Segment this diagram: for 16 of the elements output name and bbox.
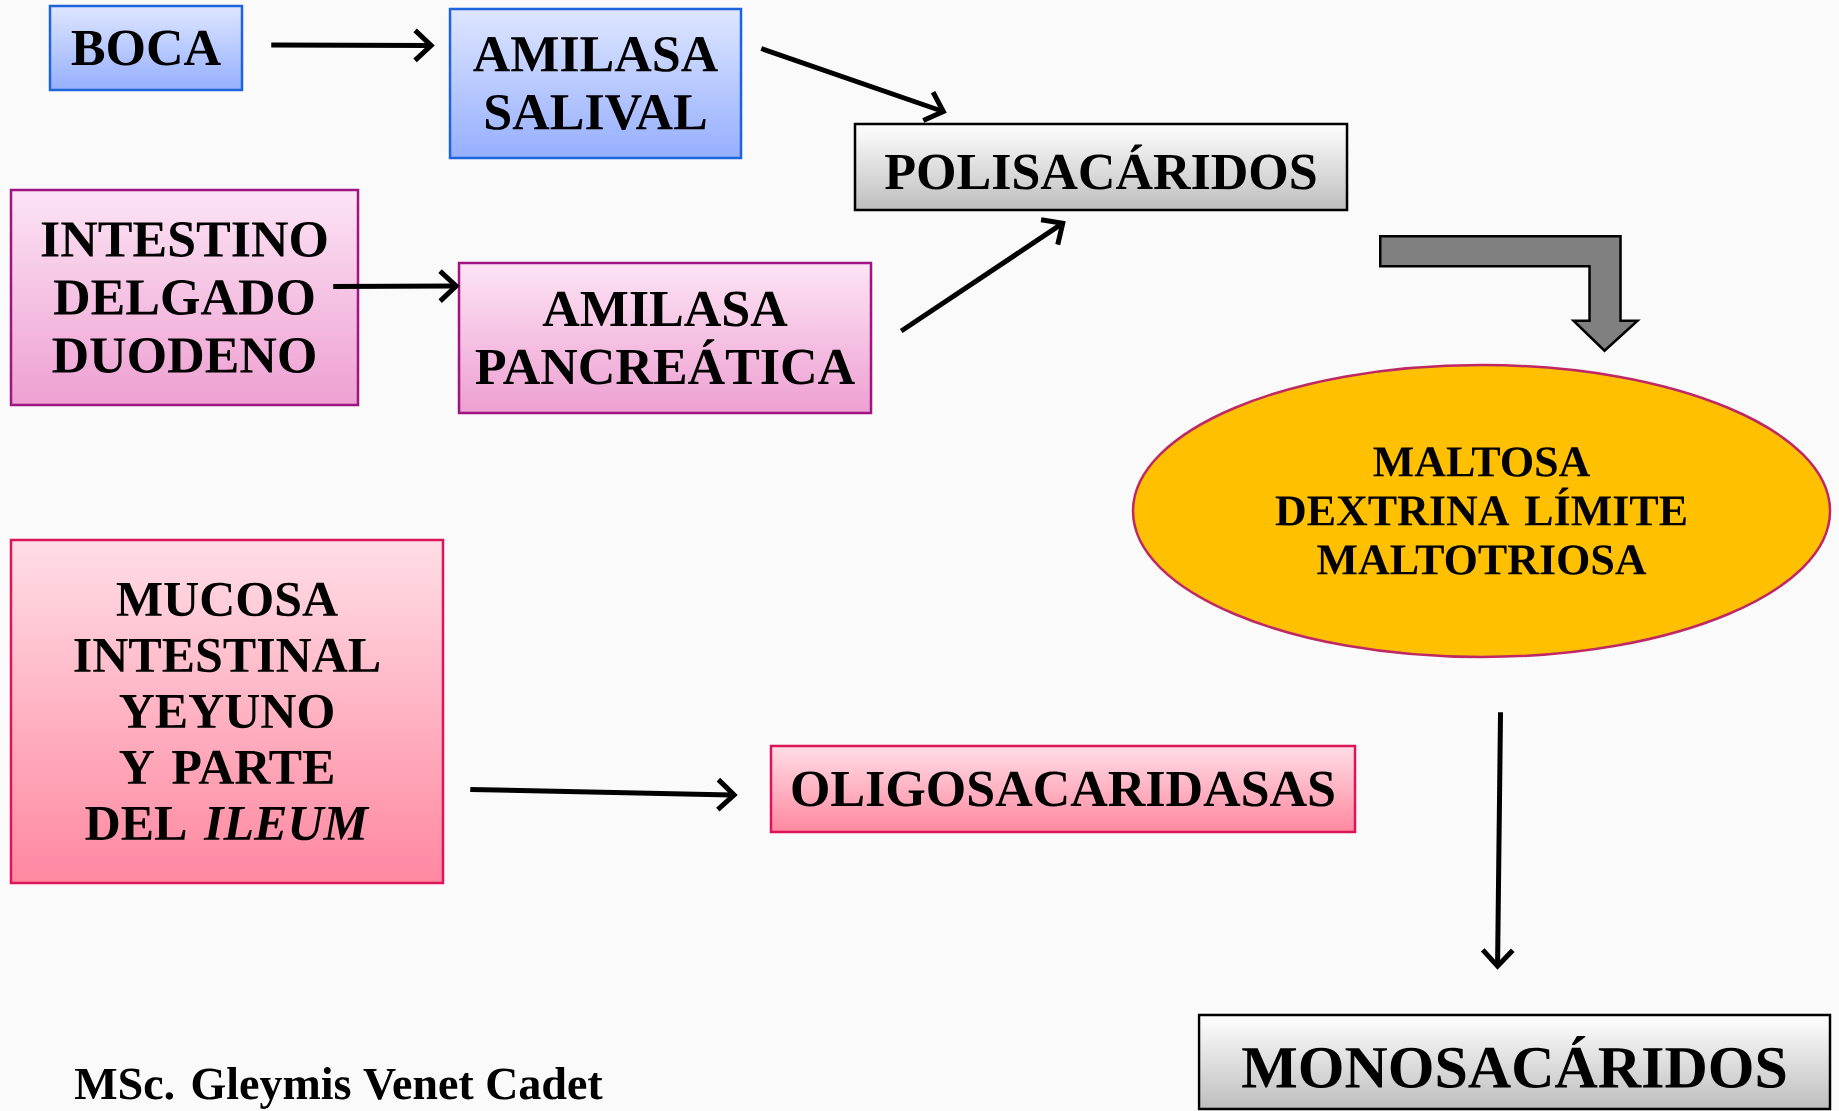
arrow: [1480, 712, 1515, 970]
process-box: AMILASA SALIVAL: [448, 7, 743, 160]
process-box: INTESTINO DELGADO DUODENO: [9, 188, 360, 407]
block-arrow: [1379, 235, 1641, 353]
arrow: [470, 777, 738, 812]
arrow: [333, 269, 460, 303]
author-credit: MSc. Gleymis Venet Cadet: [75, 1067, 603, 1109]
process-box: OLIGOSACARIDASAS: [769, 744, 1357, 834]
process-box: BOCA: [48, 4, 244, 92]
arrow: [271, 28, 435, 63]
process-box: POLISACÁRIDOS: [853, 122, 1349, 212]
arrow: [760, 46, 947, 123]
arrow: [899, 217, 1066, 334]
process-box: MUCOSA INTESTINAL YEYUNO Y PARTE DEL ILEUM: [9, 538, 445, 885]
process-box: AMILASA PANCREÁTICA: [457, 261, 873, 415]
process-box: MONOSACÁRIDOS: [1197, 1013, 1832, 1111]
